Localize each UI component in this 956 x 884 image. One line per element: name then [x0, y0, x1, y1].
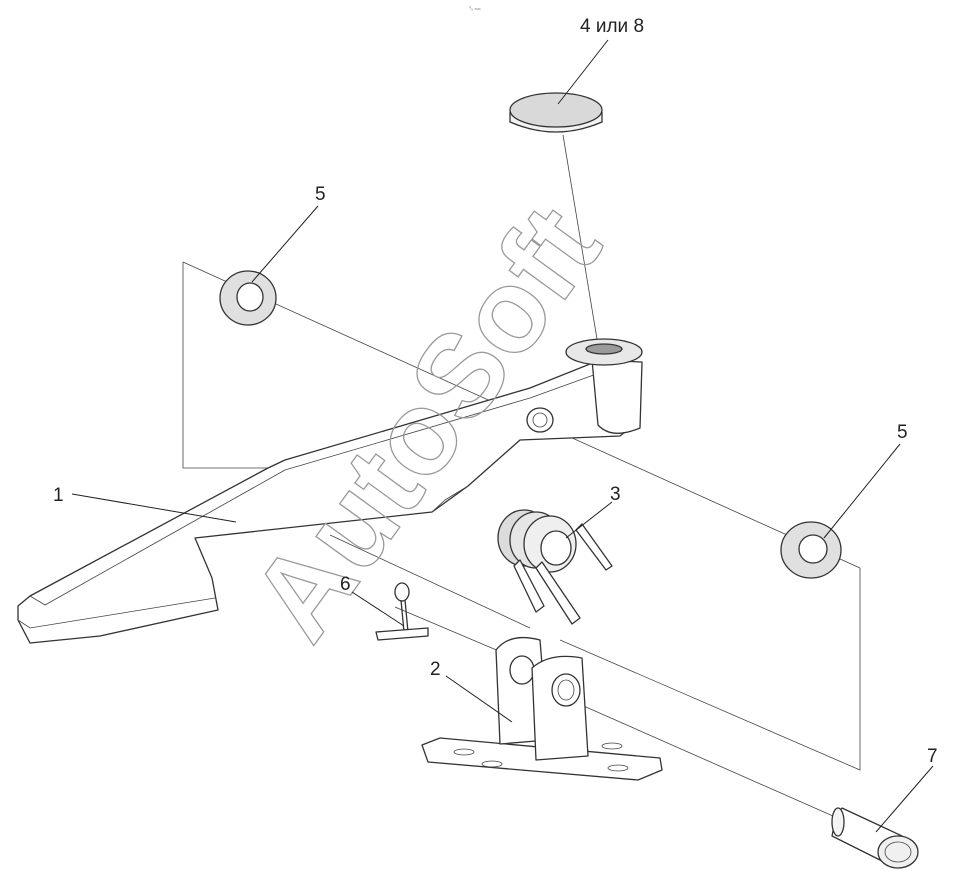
pedal-bracket — [421, 636, 663, 781]
pedal-pad — [509, 92, 603, 133]
callout-labels: 1 2 3 4 или 8 5 5 6 7 — [53, 16, 938, 767]
callout-3: 3 — [610, 484, 621, 505]
washer-left — [219, 270, 277, 326]
axle-pin — [831, 807, 919, 869]
assembly-lines — [182, 134, 861, 821]
washer-right — [780, 521, 842, 579]
callout-1: 1 — [53, 485, 64, 506]
callout-5-left: 5 — [315, 184, 326, 205]
callout-2: 2 — [430, 659, 441, 680]
callout-7: 7 — [927, 746, 938, 767]
top-mark: ⁰₀ ₘₘ — [469, 6, 481, 12]
callout-6: 6 — [340, 574, 351, 595]
pedal-lever — [17, 338, 643, 644]
callout-5-right: 5 — [897, 422, 908, 443]
callout-4-or-8: 4 или 8 — [580, 16, 644, 37]
leader-lines — [71, 39, 934, 833]
torsion-spring — [497, 509, 613, 625]
cotter-pin — [375, 582, 429, 641]
